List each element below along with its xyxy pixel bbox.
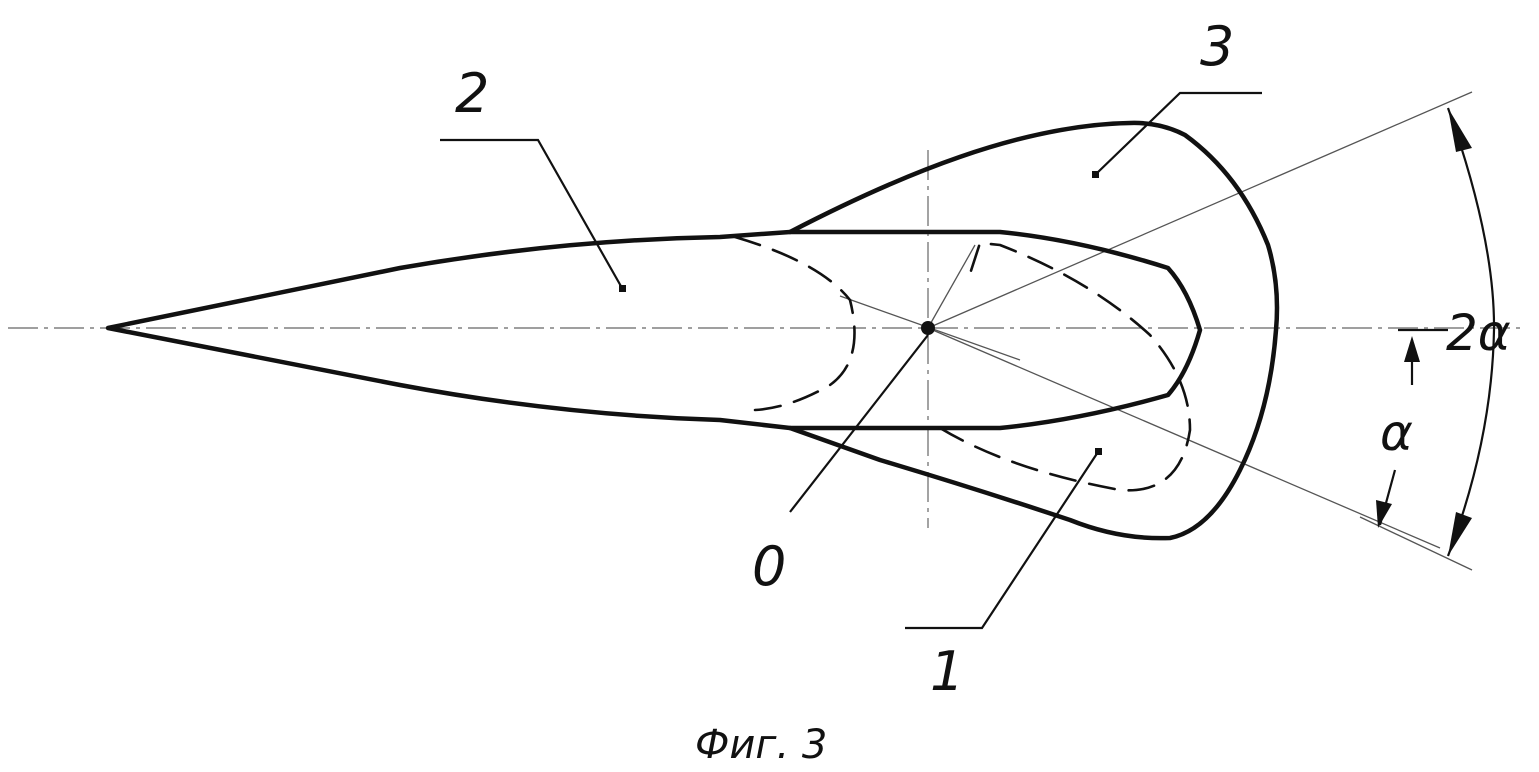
label-2a: 2α: [1446, 304, 1511, 362]
marker-2: [619, 285, 626, 292]
label-0: 0: [752, 535, 786, 598]
upper-angle-ray: [927, 91, 1473, 329]
outer-contour-3: [787, 120, 1280, 541]
origin-point: [921, 321, 935, 335]
leader-2: [440, 138, 623, 289]
construction-line: [927, 244, 976, 329]
dimension-arc-2a: [1446, 107, 1496, 557]
leader-0: [789, 334, 929, 513]
marker-3: [1092, 171, 1099, 178]
figure-caption: Фиг. 3: [695, 722, 827, 768]
label-a: α: [1380, 404, 1413, 462]
leader-3: [1095, 91, 1262, 175]
arrow-a-top: [1404, 336, 1420, 362]
label-1: 1: [930, 640, 964, 703]
inner-contour-2: [105, 229, 1203, 431]
label-3: 3: [1200, 15, 1234, 78]
arrow-2a-top: [1448, 108, 1472, 152]
dashed-contour-1-lower: [938, 241, 1192, 492]
lower-angle-ray: [927, 327, 1441, 549]
arrow-a-bottom: [1376, 500, 1392, 528]
arrow-2a-bottom: [1448, 512, 1472, 556]
label-2: 2: [455, 62, 489, 125]
leader-1: [905, 451, 1099, 630]
marker-1: [1095, 448, 1102, 455]
dashed-contour-1: [733, 235, 856, 412]
